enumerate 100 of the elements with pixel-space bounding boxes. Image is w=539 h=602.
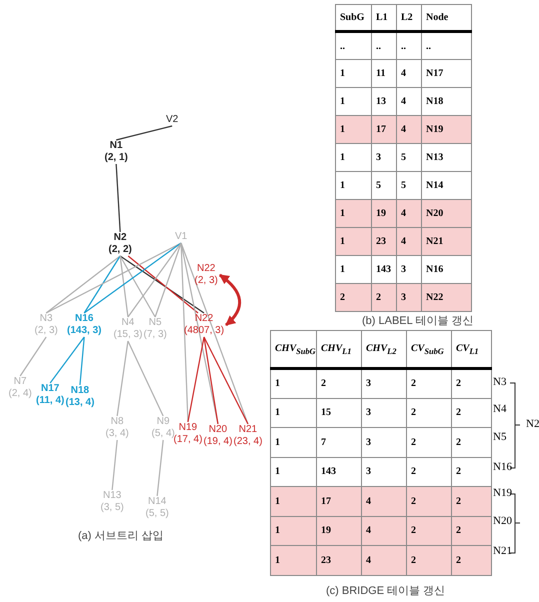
node-name: N2	[112, 232, 128, 244]
table-cell: 3	[362, 428, 406, 457]
node-name: N21	[238, 424, 258, 436]
connector-line	[156, 440, 164, 496]
table-cell: 1	[336, 228, 372, 256]
node-name: N17	[40, 383, 60, 395]
table-cell: N13	[422, 144, 472, 172]
node-name: N18	[70, 385, 90, 397]
node-coordinates: (19, 4)	[204, 436, 232, 448]
connector-line	[46, 242, 182, 314]
node-name: V1	[175, 231, 188, 243]
node-coordinates: (5, 5)	[146, 508, 169, 520]
row-label: N21	[493, 545, 512, 557]
connector-line	[127, 340, 164, 416]
table-cell: 1	[270, 546, 316, 575]
connector-line	[120, 256, 204, 314]
table-cell: 2	[406, 486, 452, 516]
column-header: CV$_{SubG}$	[406, 330, 452, 368]
column-header: L2	[396, 4, 422, 32]
connector-line	[116, 164, 121, 232]
table-cell: 1	[336, 116, 372, 144]
node-coordinates: (2, 3)	[194, 275, 218, 287]
node-name: N4	[120, 317, 136, 329]
column-header: SubG	[336, 4, 372, 32]
node-name: N19	[178, 422, 198, 434]
table-cell: 2	[452, 398, 492, 428]
node-coordinates: (7, 3)	[144, 329, 167, 341]
row-label: N3	[493, 376, 506, 388]
column-header: CHV$_{SubG}$	[270, 330, 316, 368]
table-cell: ..	[396, 32, 422, 60]
caption: (b) LABEL 테이블 갱신	[362, 314, 474, 328]
table-cell: 4	[362, 486, 406, 516]
table-cell: 15	[316, 398, 362, 428]
table-cell: 2	[406, 398, 452, 428]
node-coordinates: (3, 5)	[100, 502, 124, 514]
table-cell: 2	[316, 368, 362, 398]
connector-line	[187, 336, 205, 422]
connector-line	[128, 256, 198, 314]
node-coordinates: (2, 4)	[8, 388, 32, 400]
node-name: N20	[208, 424, 228, 436]
table-cell: ..	[336, 32, 372, 60]
row-label: N20	[493, 515, 512, 527]
node-coordinates: (2, 1)	[104, 152, 128, 164]
table-cell: 2	[452, 486, 492, 516]
node-name: N7	[12, 376, 28, 388]
column-header: CHV$_{L2}$	[362, 330, 406, 368]
connector-line	[116, 340, 129, 416]
node-coordinates: (143, 3)	[67, 325, 102, 337]
node-name: N22	[196, 263, 216, 275]
table-cell: 1	[270, 368, 316, 398]
connector-line	[120, 256, 129, 318]
column-header: CHV$_{L1}$	[316, 330, 362, 368]
node-name: N22	[194, 313, 214, 325]
node-name: N1	[108, 140, 124, 152]
connector-line	[127, 242, 182, 318]
connector-line	[180, 242, 189, 422]
connector-line	[154, 242, 182, 318]
connector-line	[116, 125, 172, 141]
node-coordinates: (3, 4)	[106, 428, 129, 440]
connector-line	[84, 242, 182, 314]
table-cell: ..	[372, 32, 396, 60]
table-cell: 17	[372, 116, 396, 144]
table-cell: 5	[396, 144, 422, 172]
table-cell: 1	[270, 398, 316, 428]
table-cell: 4	[362, 546, 406, 575]
table-cell: 4	[396, 228, 422, 256]
table-cell: 3	[372, 144, 396, 172]
table-cell: 1	[270, 486, 316, 516]
table-cell: 3	[362, 368, 406, 398]
table-cell: 2	[406, 546, 452, 575]
table-cell: 1	[336, 60, 372, 88]
connector-line	[203, 336, 248, 424]
table-cell: 2	[452, 546, 492, 575]
table-cell: 2	[406, 368, 452, 398]
row-label: N5	[493, 431, 506, 443]
node-coordinates: (5, 4)	[152, 428, 175, 439]
node-name: V2	[166, 114, 178, 126]
column-header: CV$_{L1}$	[452, 330, 492, 368]
row-label: N2	[526, 418, 539, 430]
table-cell: 2	[336, 284, 372, 312]
connector-line	[84, 256, 121, 314]
node-coordinates: (11, 4)	[36, 395, 64, 407]
curved-arrow	[218, 274, 242, 326]
node-name: N13	[102, 490, 122, 502]
connector-line	[112, 440, 118, 490]
connector-line	[120, 256, 156, 318]
node-name: N14	[146, 496, 168, 508]
node-coordinates: (2, 3)	[34, 325, 58, 337]
connector-line	[20, 336, 47, 376]
column-header: L1	[372, 4, 396, 32]
node-name: N16	[74, 313, 94, 325]
table-cell: 4	[396, 116, 422, 144]
node-coordinates: (23, 4)	[234, 436, 262, 448]
table-cell: 1	[270, 428, 316, 457]
connector-line	[203, 336, 219, 424]
node-coordinates: (4807, 3)	[184, 325, 224, 337]
table-cell: 17	[316, 486, 362, 516]
node-coordinates: (13, 4)	[66, 397, 94, 409]
node-name: N3	[38, 313, 54, 325]
connector-line	[50, 336, 85, 384]
